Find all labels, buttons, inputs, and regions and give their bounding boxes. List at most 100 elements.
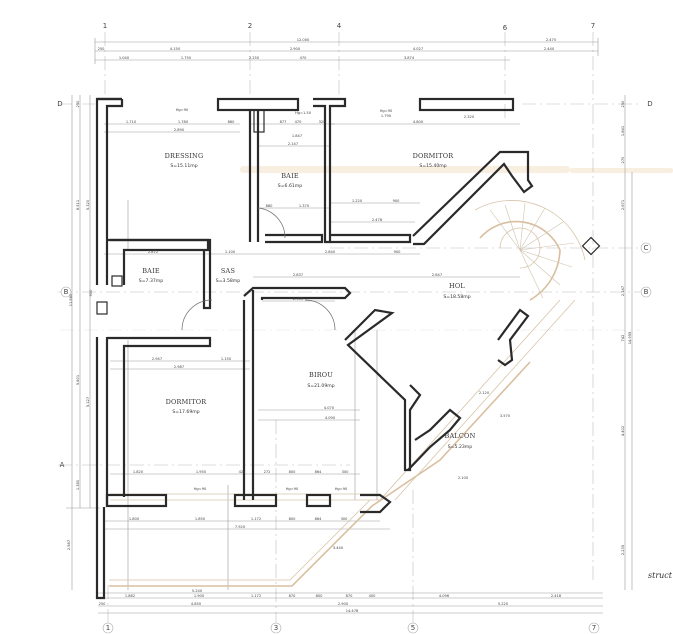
dimension-label: 11.880 xyxy=(69,293,73,306)
axis-label-6: 6 xyxy=(503,24,508,32)
room-balcon: BALCON S=5.23mp xyxy=(445,432,476,450)
axis-label-7-bottom: 7 xyxy=(592,624,596,632)
dimension-label: 742 xyxy=(621,335,625,342)
room-area: S=3.58mp xyxy=(216,278,240,284)
dimension-label: 1.370 xyxy=(299,204,310,208)
paper-stain xyxy=(240,166,673,173)
dimension-label: 864 xyxy=(315,517,323,521)
dimension-label: 900 xyxy=(394,250,402,254)
room-labels: DRESSING S=15.11mp BAIE S=6.61mp DORMITO… xyxy=(139,152,476,450)
dimension-label: 1.100 xyxy=(225,250,236,254)
dimension-label: 2.320 xyxy=(464,115,475,119)
dimension-label: 300 xyxy=(342,470,350,474)
dimension-label: 1.710 xyxy=(126,120,137,124)
axis-labels-top: 1 2 4 6 7 xyxy=(103,22,595,32)
door-swings xyxy=(181,207,336,331)
terrace-outline xyxy=(109,299,576,587)
dimension-label: 5.320 xyxy=(86,199,90,210)
dimension-label: 1.172 xyxy=(251,594,261,598)
room-baie-1: BAIE S=6.61mp xyxy=(278,172,302,189)
dimension-label: 2.587 xyxy=(67,540,71,550)
dimension-label: 270 xyxy=(621,156,625,164)
dimension-label: 3.874 xyxy=(404,56,415,60)
left-dimension-chains xyxy=(66,95,100,590)
room-area: S=6.61mp xyxy=(278,183,302,189)
dimension-label: 5.240 xyxy=(192,589,203,593)
room-sas: SAS S=3.58mp xyxy=(216,267,240,284)
dimension-label: 2.840 xyxy=(325,250,336,254)
dimension-label: 2.947 xyxy=(152,357,162,361)
dimension-label: 2.872 xyxy=(148,250,158,254)
dimension-label: 3.440 xyxy=(333,546,344,550)
dimension-label: 900 xyxy=(393,199,401,203)
dimension-label: 1.847 xyxy=(292,134,302,138)
room-name: DRESSING xyxy=(165,152,204,160)
dimension-label: 320 xyxy=(319,120,327,124)
axis-grid xyxy=(58,32,640,625)
dimension-label: 2.475 xyxy=(546,38,556,42)
dimension-label: 5.801 xyxy=(76,375,80,385)
dimension-label: 1.862 xyxy=(125,594,135,598)
dimension-label: 800 xyxy=(289,517,297,521)
room-name: DORMITOR xyxy=(413,152,455,160)
signature: struct xyxy=(648,571,673,580)
room-name: BAIE xyxy=(281,172,299,180)
room-name: BALCON xyxy=(445,432,476,440)
axis-labels-side: D D C B B A xyxy=(57,100,652,469)
dimension-label: 2.440 xyxy=(544,47,555,51)
right-dimension-chains xyxy=(624,95,633,590)
room-name: DORMITOR xyxy=(166,398,208,406)
room-area: S=15.11mp xyxy=(170,163,197,169)
room-area: S=7.37mp xyxy=(139,278,163,284)
dimension-label: 1.800 xyxy=(129,517,140,521)
dimension-label: 300 xyxy=(341,517,349,521)
dimension-label: 2.890 xyxy=(174,128,185,132)
axis-label-1: 1 xyxy=(103,22,107,30)
dimension-label: 1.850 xyxy=(195,517,206,521)
dimension-label: 2.847 xyxy=(432,273,442,277)
dimension-label: 2.900 xyxy=(290,47,301,51)
dimension-label: 1.150 xyxy=(221,357,232,361)
dimension-label: 1.790 xyxy=(381,114,392,118)
dimension-label: 1.780 xyxy=(178,120,189,124)
bottom-dimension-chains xyxy=(98,592,603,614)
dimension-label: 4.070 xyxy=(324,406,335,410)
room-baie-2: BAIE S=7.37mp xyxy=(139,267,163,284)
dimension-label: 1.172 xyxy=(251,517,261,521)
dimension-label: 877 xyxy=(280,120,287,124)
room-hol: HOL S=18.58mp xyxy=(443,282,470,300)
room-area: S=18.58mp xyxy=(443,294,470,300)
dimension-label: 427 xyxy=(239,470,246,474)
dimension-label: 2.100 xyxy=(458,476,469,480)
axis-label-B-left: B xyxy=(64,288,69,296)
dimension-label: 860 xyxy=(228,120,236,124)
dimension-label: 470 xyxy=(295,120,303,124)
dimension-label: 800 xyxy=(316,594,324,598)
dimension-label: 4.850 xyxy=(191,602,202,606)
dimension-label: 870 xyxy=(289,594,297,598)
axis-label-2: 2 xyxy=(248,22,252,30)
dimension-label: 800 xyxy=(289,470,297,474)
room-name: BIROU xyxy=(309,371,333,379)
axis-label-5-bottom: 5 xyxy=(411,624,415,632)
axis-label-4: 4 xyxy=(337,22,342,30)
dimension-label: 14.955 xyxy=(628,332,632,345)
room-area: S=21.09mp xyxy=(307,383,334,389)
axis-label-1-bottom: 1 xyxy=(106,624,110,632)
dimension-label: 2.478 xyxy=(372,218,383,222)
dimension-label: 5.127 xyxy=(86,397,90,407)
dimension-label: 250 xyxy=(76,100,80,108)
dimension-label: Hg=90 xyxy=(286,487,299,491)
room-name: BAIE xyxy=(142,267,160,275)
dimension-label: 4.027 xyxy=(413,47,423,51)
dimension-label: 2.671 xyxy=(621,200,625,210)
dimension-label: 2.147 xyxy=(621,286,625,296)
dimension-label: 470 xyxy=(300,56,308,60)
dimension-label: Hg=90 xyxy=(335,487,348,491)
dimension-label: 250 xyxy=(98,47,106,51)
dimension-label: 2.837 xyxy=(293,273,303,277)
walls xyxy=(95,97,601,600)
axis-label-D-left: D xyxy=(57,100,62,108)
dimension-label: 864 xyxy=(315,470,323,474)
